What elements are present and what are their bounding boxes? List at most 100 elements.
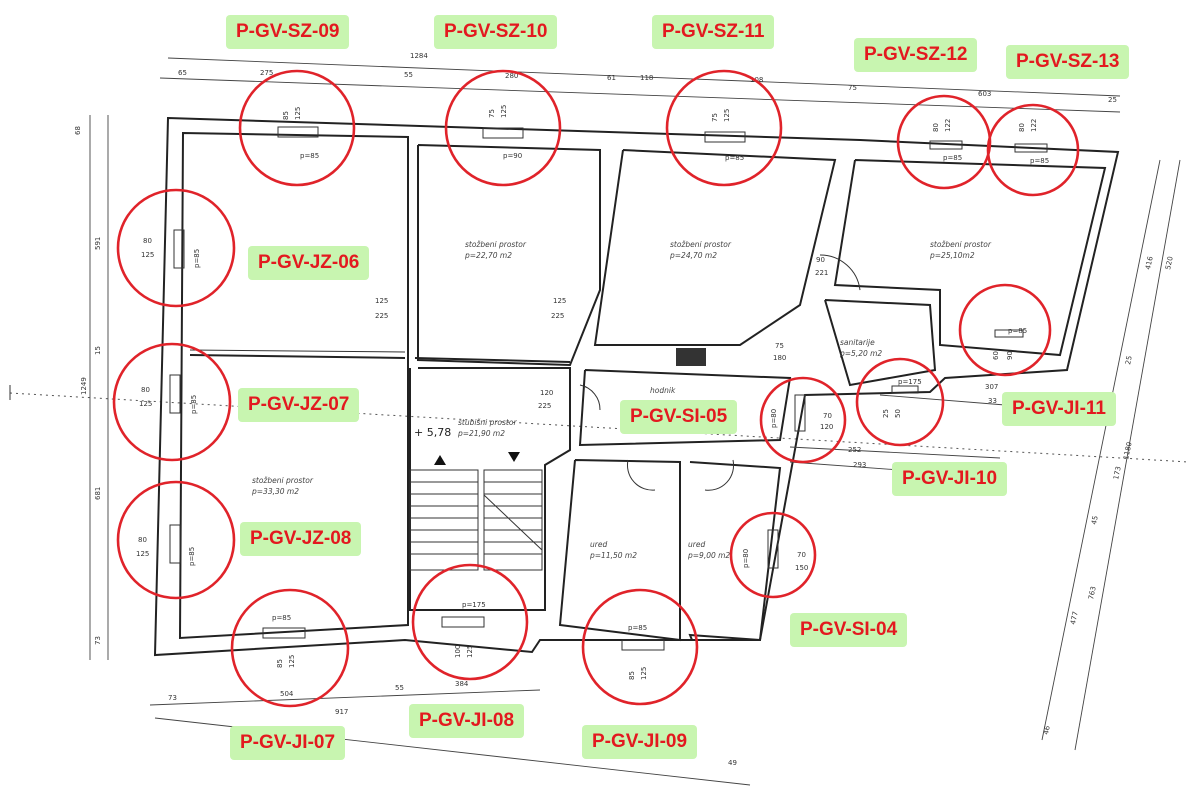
- dim-left-f: 73: [94, 636, 102, 645]
- svg-text:85: 85: [628, 671, 636, 680]
- room4-area: p=33,30 m2: [251, 487, 299, 496]
- tag-sz13: P-GV-SZ-13: [1006, 45, 1130, 79]
- tag-sz09: P-GV-SZ-09: [226, 15, 350, 49]
- room8-area: p=11,50 m2: [589, 551, 637, 560]
- wall-partition-left-b: [189, 349, 406, 353]
- dim-bot-a: 73: [168, 694, 177, 702]
- svg-text:p=85: p=85: [188, 547, 196, 566]
- door-dim-e: 120: [540, 389, 553, 397]
- level-marker: + 5,78: [414, 426, 451, 439]
- dimensions-top: 1284 65 275 55 280 61 118 108 75 603 25: [159, 52, 1121, 113]
- svg-text:p=85: p=85: [628, 624, 647, 632]
- svg-text:60: 60: [992, 351, 1000, 360]
- svg-text:122: 122: [944, 119, 952, 132]
- dim-top-j: 25: [1108, 96, 1117, 104]
- dim-top-i: 603: [978, 90, 991, 98]
- room1-name: stožbeni prostor: [465, 240, 527, 249]
- dim-left-e: 681: [94, 487, 102, 500]
- svg-text:50: 50: [894, 409, 902, 418]
- svg-text:122: 122: [1030, 119, 1038, 132]
- svg-text:80: 80: [1018, 123, 1026, 132]
- circle-sz09: [238, 69, 356, 187]
- circle-sz11: [665, 69, 783, 187]
- svg-text:85: 85: [282, 111, 290, 120]
- svg-text:p=85: p=85: [943, 154, 962, 162]
- tag-ji10: P-GV-JI-10: [892, 462, 1008, 496]
- svg-text:70: 70: [823, 412, 832, 420]
- dim-top-b: 275: [260, 69, 273, 77]
- circle-sz10: [444, 69, 562, 187]
- highlight-circles: [112, 69, 1080, 708]
- door-swing-4: [704, 459, 735, 491]
- room6-area: p=5,20 m2: [839, 349, 882, 358]
- stair-up-arrow: [434, 455, 446, 465]
- door-dim-f: 225: [538, 402, 551, 410]
- circle-ji10: [855, 357, 945, 447]
- svg-text:125: 125: [141, 251, 154, 259]
- dim-right-d: 173: [1112, 466, 1123, 481]
- door-swing-1: [819, 254, 861, 291]
- svg-text:125: 125: [139, 400, 152, 408]
- circle-si05: [759, 376, 847, 464]
- svg-text:80: 80: [141, 386, 150, 394]
- room9-name: ured: [688, 540, 705, 549]
- dimensions-right: 416 520 25 173 45 477 763 46 1180: [1041, 159, 1181, 751]
- dim-right-a: 416: [1144, 255, 1155, 270]
- outer-wall: [153, 116, 1120, 657]
- circle-ji09: [581, 588, 699, 706]
- circle-jz06: [116, 188, 236, 308]
- room2-area: p=24,70 m2: [669, 251, 717, 260]
- svg-text:p=85: p=85: [193, 249, 201, 268]
- tag-sz12: P-GV-SZ-12: [854, 38, 978, 72]
- svg-text:80: 80: [932, 123, 940, 132]
- room-labels: stožbeni prostor p=22,70 m2 stožbeni pro…: [251, 240, 992, 560]
- door-dim-j: 180: [773, 354, 786, 362]
- svg-text:85: 85: [276, 659, 284, 668]
- tag-ji07: P-GV-JI-07: [230, 726, 346, 760]
- dim-right-c: 25: [1124, 355, 1134, 365]
- dimensions-left: 68 591 15 1249 681 73: [74, 115, 109, 660]
- dim-mid-a: 307: [985, 383, 998, 391]
- svg-text:100: 100: [454, 645, 462, 658]
- tag-ji09: P-GV-JI-09: [582, 725, 698, 759]
- dim-mid-b: 33: [988, 397, 997, 405]
- tag-si04: P-GV-SI-04: [790, 613, 908, 647]
- svg-text:90: 90: [1006, 351, 1014, 360]
- dim-bot-f: 49: [728, 759, 737, 767]
- circle-sz12: [896, 94, 992, 190]
- dim-top-total: 1284: [410, 52, 428, 60]
- room3-area: p=25,10m2: [929, 251, 975, 260]
- svg-text:125: 125: [136, 550, 149, 558]
- dim-top-a: 65: [178, 69, 187, 77]
- circle-ji07: [230, 588, 350, 708]
- inner-wall-outline: [178, 131, 409, 640]
- svg-text:120: 120: [820, 423, 833, 431]
- wall-office2: [689, 461, 782, 641]
- dim-left-d: 1249: [80, 377, 88, 395]
- axis-line: [9, 392, 1189, 463]
- door-swing-3: [626, 459, 656, 491]
- dim-top-f: 118: [640, 74, 653, 82]
- circle-jz07: [112, 342, 232, 462]
- room4-name: stožbeni prostor: [252, 476, 314, 485]
- room5-area: p=21,90 m2: [457, 429, 505, 438]
- wall-hall: [578, 369, 792, 447]
- svg-text:p=85: p=85: [300, 152, 319, 160]
- circle-sz13: [986, 103, 1080, 197]
- dim-top-h: 75: [848, 84, 857, 92]
- circle-jz08: [116, 480, 236, 600]
- tag-jz08: P-GV-JZ-08: [240, 522, 362, 556]
- wall-office1: [558, 459, 681, 642]
- dim-right-b: 520: [1164, 256, 1175, 271]
- svg-text:125: 125: [294, 107, 302, 120]
- svg-text:70: 70: [797, 551, 806, 559]
- stair-down-arrow: [508, 452, 520, 462]
- svg-text:75: 75: [711, 113, 719, 122]
- svg-text:25: 25: [882, 409, 890, 418]
- svg-text:125: 125: [723, 109, 731, 122]
- tag-si05: P-GV-SI-05: [620, 400, 738, 434]
- svg-text:p=85: p=85: [1030, 157, 1049, 165]
- wall-room1: [417, 144, 601, 367]
- tag-ji11: P-GV-JI-11: [1002, 392, 1116, 426]
